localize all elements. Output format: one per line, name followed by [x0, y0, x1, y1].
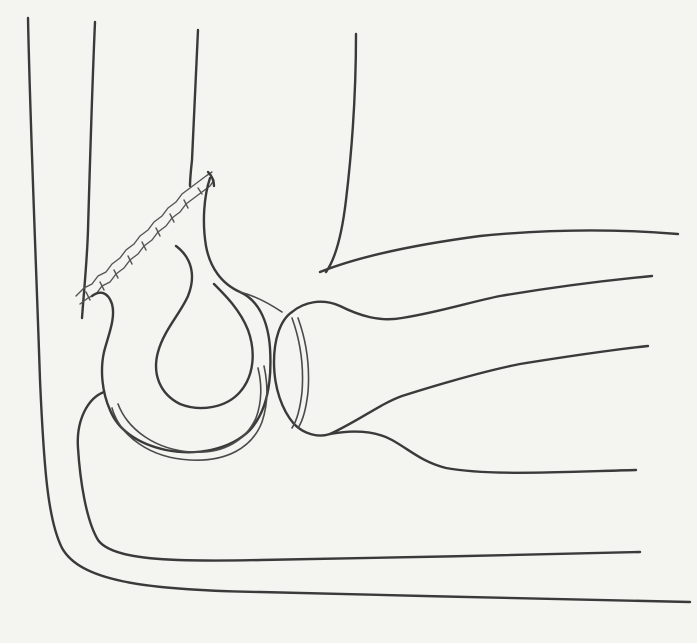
outer-skin-contour: [28, 18, 690, 602]
distal-humerus-outline: [92, 178, 270, 452]
fracture-line-lower: [80, 180, 214, 304]
radius-head-rim: [292, 318, 303, 428]
forearm-upper-contour: [320, 231, 678, 273]
humerus-left-edge: [82, 22, 95, 318]
upper-arm-front-contour: [326, 34, 356, 272]
forearm-bone-middle-line: [330, 346, 648, 434]
ulna-lower-outline: [330, 432, 636, 473]
olecranon-fossa-loop: [156, 246, 253, 408]
trochlea-arc-outer: [112, 366, 267, 460]
humerus-right-edge: [190, 30, 198, 186]
forearm-bone-upper-outline: [292, 276, 652, 319]
